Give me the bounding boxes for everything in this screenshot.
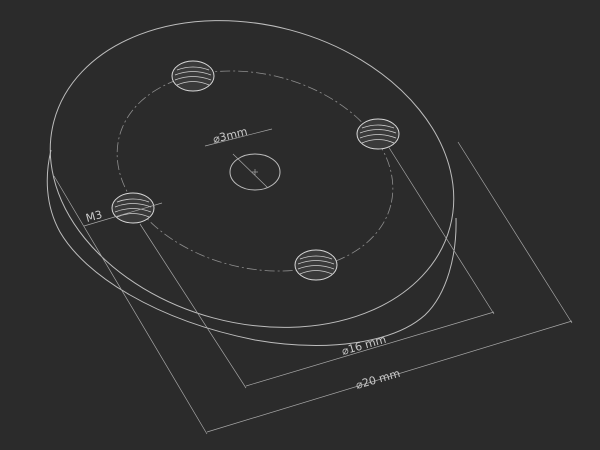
center-hole-dimension: ⌀3mm bbox=[204, 125, 273, 189]
center-hole-rim bbox=[229, 153, 281, 191]
pcd-extension-left bbox=[139, 223, 247, 389]
pitch-circle-centerline bbox=[116, 70, 394, 272]
hole-thread bbox=[114, 198, 152, 218]
disc-top-face bbox=[49, 20, 455, 328]
hole-thread bbox=[297, 255, 335, 275]
disc-side-silhouette bbox=[46, 149, 457, 346]
od-extension-right bbox=[457, 141, 573, 324]
hole-rim bbox=[356, 118, 400, 150]
center-hole-leader bbox=[204, 128, 273, 147]
threaded-hole-right bbox=[356, 118, 400, 150]
hole-rim bbox=[294, 249, 338, 281]
od-dimension-line bbox=[206, 320, 573, 433]
hole-rim bbox=[111, 192, 155, 224]
disc-body bbox=[46, 20, 457, 346]
od-extension-left bbox=[53, 175, 208, 435]
thread-leader bbox=[83, 202, 163, 227]
pitch-circle-label: ⌀16 mm bbox=[340, 333, 387, 358]
hole-thread bbox=[174, 66, 212, 86]
center-hole bbox=[229, 153, 281, 191]
outer-diameter-label: ⌀20 mm bbox=[354, 367, 401, 392]
hole-rim bbox=[171, 60, 215, 92]
thread-label: M3 bbox=[84, 208, 103, 225]
threaded-hole-bottom bbox=[294, 249, 338, 281]
threaded-hole-top bbox=[171, 60, 215, 92]
center-hole-leader-ext bbox=[232, 153, 269, 189]
hole-thread bbox=[359, 124, 397, 144]
center-hole-label: ⌀3mm bbox=[212, 125, 249, 146]
outer-diameter-dimension: ⌀20 mm bbox=[53, 141, 573, 435]
thread-dimension: M3 bbox=[83, 202, 163, 227]
pcd-extension-right bbox=[387, 145, 495, 315]
threaded-hole-left bbox=[111, 192, 155, 224]
pcd-dimension-line bbox=[245, 311, 495, 387]
